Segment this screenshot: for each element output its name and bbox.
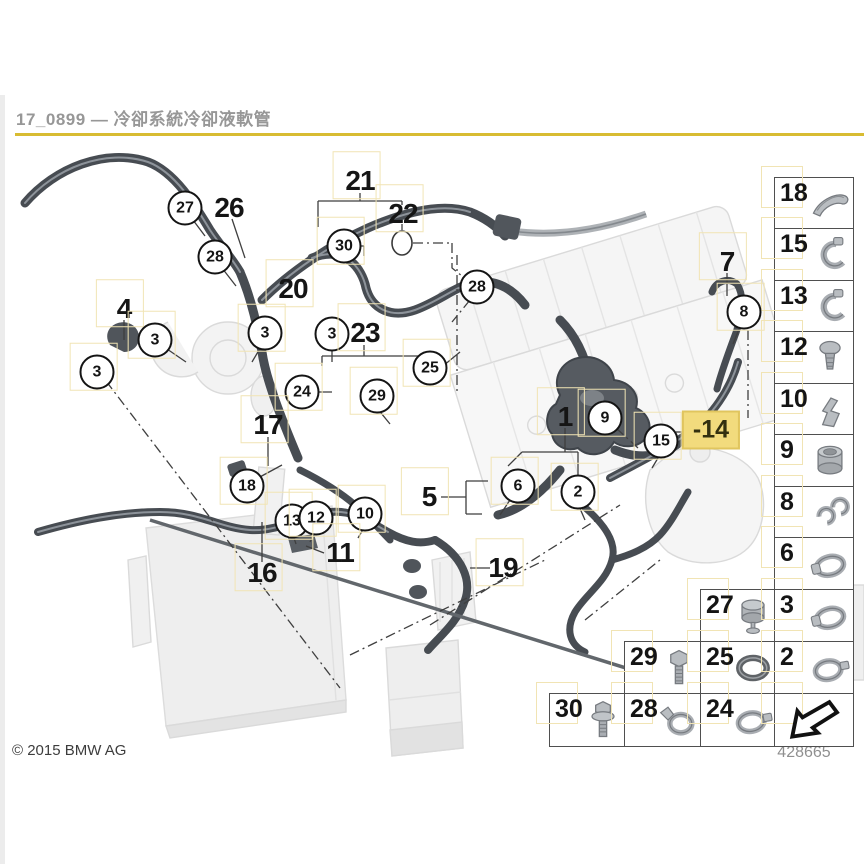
- callout-17[interactable]: 17: [253, 409, 283, 440]
- part-cell-8[interactable]: 8: [761, 475, 854, 540]
- part-number: 3: [780, 591, 794, 619]
- part-cell-9[interactable]: 9: [761, 423, 854, 488]
- callout-19[interactable]: 19: [488, 552, 518, 583]
- page-left-edge: [0, 95, 5, 864]
- spring-clip-icon: [808, 233, 852, 277]
- part-number: 28: [630, 695, 658, 723]
- callout-16[interactable]: 16: [247, 557, 277, 588]
- callout-7[interactable]: 7: [719, 246, 736, 277]
- callout-23[interactable]: 23: [350, 317, 380, 348]
- callout-21[interactable]: 21: [345, 165, 375, 196]
- tab-clamp-icon: [808, 646, 852, 690]
- callout-5[interactable]: 5: [421, 481, 438, 512]
- band-clamp-icon: [808, 542, 852, 586]
- bracket-clip-icon: [808, 388, 852, 432]
- callout-11[interactable]: 11: [326, 537, 355, 568]
- nav-arrow-icon: [783, 697, 845, 743]
- double-clip-icon: [808, 491, 852, 535]
- part-cell-3[interactable]: 3: [761, 578, 854, 643]
- spring-clip-icon: [808, 285, 852, 329]
- callout-29[interactable]: 29: [359, 378, 395, 414]
- callout-28[interactable]: 28: [197, 239, 233, 275]
- callout-15[interactable]: 15: [643, 423, 679, 459]
- part-number: 29: [630, 643, 658, 671]
- callout-2[interactable]: 2: [560, 474, 596, 510]
- hose-guide-icon: [808, 182, 852, 226]
- part-cell-29[interactable]: 29: [611, 630, 703, 695]
- part-cell-18[interactable]: 18: [761, 166, 854, 231]
- part-number: 15: [780, 230, 808, 258]
- callout-22[interactable]: 22: [388, 198, 418, 229]
- callout-26[interactable]: 26: [214, 192, 244, 223]
- part-number: 6: [780, 539, 794, 567]
- part-cell-10[interactable]: 10: [761, 372, 854, 437]
- callout-20[interactable]: 20: [278, 273, 308, 304]
- page-title: 17_0899 — 冷卻系統冷卻液軟管: [16, 110, 272, 130]
- callout-25[interactable]: 25: [412, 350, 448, 386]
- part-cell-28[interactable]: 28: [611, 682, 703, 747]
- part-cell-13[interactable]: 13: [761, 269, 854, 334]
- part-number: 30: [555, 695, 583, 723]
- part-number: 24: [706, 695, 734, 723]
- callout-27[interactable]: 27: [167, 190, 203, 226]
- part-cell-arrow[interactable]: [761, 682, 854, 747]
- part-cell-2[interactable]: 2: [761, 630, 854, 695]
- callout-3[interactable]: 3: [247, 315, 283, 351]
- callout-14[interactable]: -14: [681, 410, 741, 450]
- part-number: 12: [780, 333, 808, 361]
- callout-28[interactable]: 28: [459, 269, 495, 305]
- rivet-icon: [808, 336, 852, 380]
- part-cell-25[interactable]: 25: [687, 630, 777, 695]
- part-number: 27: [706, 591, 734, 619]
- part-number: 9: [780, 436, 794, 464]
- part-cell-24[interactable]: 24: [687, 682, 777, 747]
- band-clamp-icon: [808, 594, 852, 638]
- copyright-text: © 2015 BMW AG: [12, 742, 127, 759]
- callout-24[interactable]: 24: [284, 374, 320, 410]
- callout-18[interactable]: 18: [229, 468, 265, 504]
- part-cell-12[interactable]: 12: [761, 320, 854, 385]
- part-cell-6[interactable]: 6: [761, 526, 854, 591]
- part-number: 8: [780, 488, 794, 516]
- part-number: 2: [780, 643, 794, 671]
- diagram-number: 428665: [777, 744, 831, 761]
- title-underline: [15, 133, 864, 136]
- cap-icon: [808, 439, 852, 483]
- part-cell-30[interactable]: 30: [536, 682, 627, 747]
- callout-8[interactable]: 8: [726, 294, 762, 330]
- callout-3[interactable]: 3: [137, 322, 173, 358]
- callout-3[interactable]: 3: [79, 354, 115, 390]
- callout-9[interactable]: 9: [587, 400, 623, 436]
- callout-6[interactable]: 6: [500, 468, 536, 504]
- callout-30[interactable]: 30: [326, 228, 362, 264]
- part-cell-15[interactable]: 15: [761, 217, 854, 282]
- callout-1[interactable]: 1: [557, 401, 574, 432]
- part-number: 13: [780, 282, 808, 310]
- part-number: 18: [780, 179, 808, 207]
- part-number: 10: [780, 385, 808, 413]
- part-number: 25: [706, 643, 734, 671]
- part-cell-27[interactable]: 27: [687, 578, 777, 643]
